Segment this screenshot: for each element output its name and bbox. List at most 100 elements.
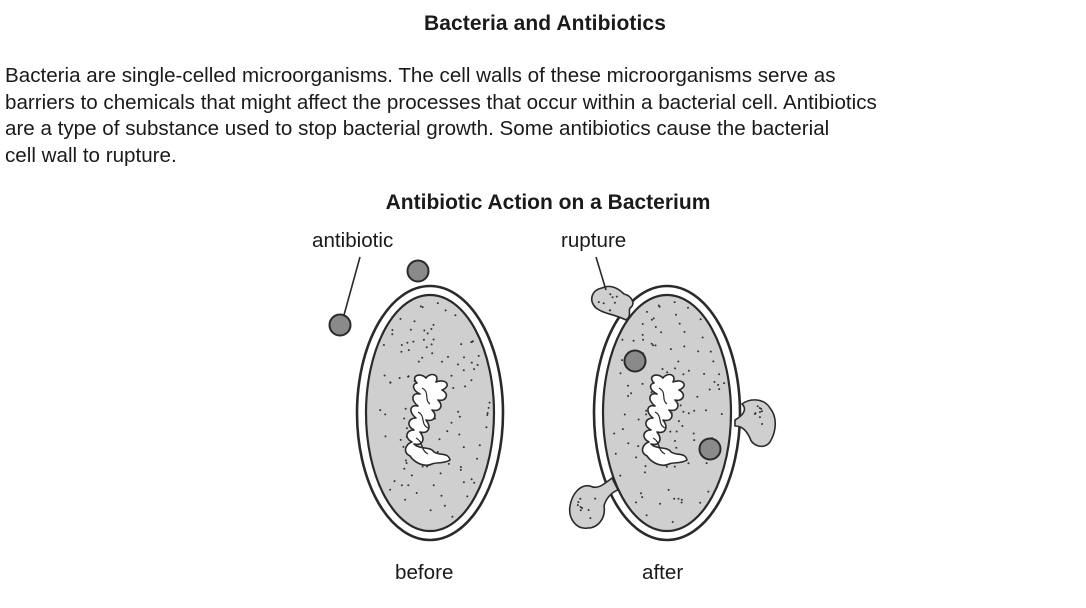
intro-paragraph: Bacteria are single-celled microorganism… [5, 63, 1080, 169]
speckle-dot [641, 333, 644, 336]
speckle-dot [699, 501, 702, 504]
speckle-dot [723, 382, 726, 385]
speckle-dot [470, 478, 473, 481]
speckle-dot [707, 490, 710, 493]
speckle-dot [682, 410, 685, 413]
speckle-dot [696, 395, 699, 398]
speckle-dot [486, 414, 489, 416]
speckle-dot [460, 343, 463, 346]
speckle-dot [675, 313, 677, 316]
speckle-dot [463, 356, 465, 359]
speckle-dot [423, 329, 426, 332]
speckle-dot [447, 462, 450, 465]
dna-nucleoid [641, 373, 688, 467]
leak-dots [576, 293, 764, 520]
speckle-dot [485, 426, 488, 429]
speckle-dot [379, 409, 382, 412]
speckle-dot [678, 322, 681, 325]
speckle-dot [677, 420, 680, 423]
speckle-dot [645, 409, 648, 412]
speckle-dot [421, 356, 424, 359]
speckle-dot [476, 364, 479, 366]
paragraph-line: Bacteria are single-celled microorganism… [5, 64, 836, 87]
speckle-dot [406, 341, 409, 344]
speckle-dot [687, 462, 690, 465]
speckle-dot [718, 373, 721, 376]
rupture-leader-line [595, 256, 607, 291]
speckle-dot [708, 388, 711, 391]
speckle-dot [391, 329, 394, 331]
speckle-dot [754, 412, 757, 415]
speckle-dot [705, 409, 707, 412]
speckle-dot [674, 367, 677, 370]
speckle-dot [674, 440, 676, 442]
speckle-dot [759, 411, 761, 413]
speckle-dot [454, 314, 457, 317]
speckle-dot [577, 501, 580, 504]
paragraph-line: cell wall to rupture. [5, 143, 177, 167]
speckle-dot [597, 301, 600, 304]
speckle-dot [407, 349, 410, 352]
speckle-dot [677, 497, 680, 500]
speckle-dot [441, 360, 443, 363]
speckle-dot [713, 381, 716, 383]
speckle-dot [675, 446, 678, 449]
speckle-dot [687, 412, 690, 415]
speckle-dot [425, 346, 428, 349]
speckle-dot [466, 495, 469, 498]
speckle-dot [665, 465, 668, 468]
rupture-leak-bottom [568, 477, 619, 529]
speckle-dot [457, 363, 459, 366]
speckle-dot [680, 498, 683, 501]
speckle-dot [405, 427, 408, 430]
cytoplasm-dots [379, 302, 491, 518]
speckle-dot [399, 317, 402, 320]
speckle-dot [477, 354, 480, 357]
speckle-dot [587, 509, 590, 511]
speckle-dot [682, 373, 685, 376]
speckle-dot [404, 498, 407, 501]
speckle-dot [756, 405, 759, 408]
antibiotic-particle [328, 313, 352, 337]
speckle-dot [761, 423, 764, 425]
speckle-dot [413, 320, 416, 323]
paragraph-line: barriers to chemicals that might affect … [5, 90, 877, 114]
speckle-dot [436, 302, 439, 305]
speckle-dot [613, 301, 616, 304]
speckle-dot [399, 438, 402, 441]
speckle-dot [635, 456, 638, 459]
speckle-dot [464, 385, 467, 388]
speckle-dot [594, 497, 597, 500]
speckle-dot [608, 309, 611, 312]
speckle-dot [407, 484, 410, 487]
speckle-dot [650, 342, 653, 345]
speckle-dot [421, 465, 424, 468]
speckle-dot [389, 381, 392, 384]
speckle-dot [432, 323, 435, 326]
speckle-dot [621, 338, 624, 341]
speckle-dot [402, 445, 405, 448]
speckle-dot [459, 466, 462, 468]
speckle-dot [403, 417, 406, 420]
speckle-dot [486, 412, 489, 414]
speckle-dot [717, 383, 720, 386]
speckle-dot [473, 481, 476, 484]
speckle-dot [450, 374, 453, 377]
speckle-dot [462, 446, 465, 449]
speckle-dot [687, 369, 690, 372]
speckle-dot [623, 413, 626, 416]
speckle-dot [669, 348, 672, 351]
speckle-dot [389, 488, 392, 491]
speckle-dot [470, 379, 473, 382]
after-label: after [642, 561, 684, 584]
speckle-dot [675, 430, 678, 433]
speckle-dot [403, 467, 406, 470]
rupture-label: rupture [561, 229, 627, 252]
speckle-dot [470, 361, 473, 364]
speckle-dot [412, 340, 415, 343]
speckle-dot [643, 471, 646, 474]
page-title: Bacteria and Antibiotics [423, 12, 666, 35]
speckle-dot [627, 384, 629, 387]
speckle-dot [450, 421, 453, 424]
dna-nucleoid [404, 373, 451, 467]
